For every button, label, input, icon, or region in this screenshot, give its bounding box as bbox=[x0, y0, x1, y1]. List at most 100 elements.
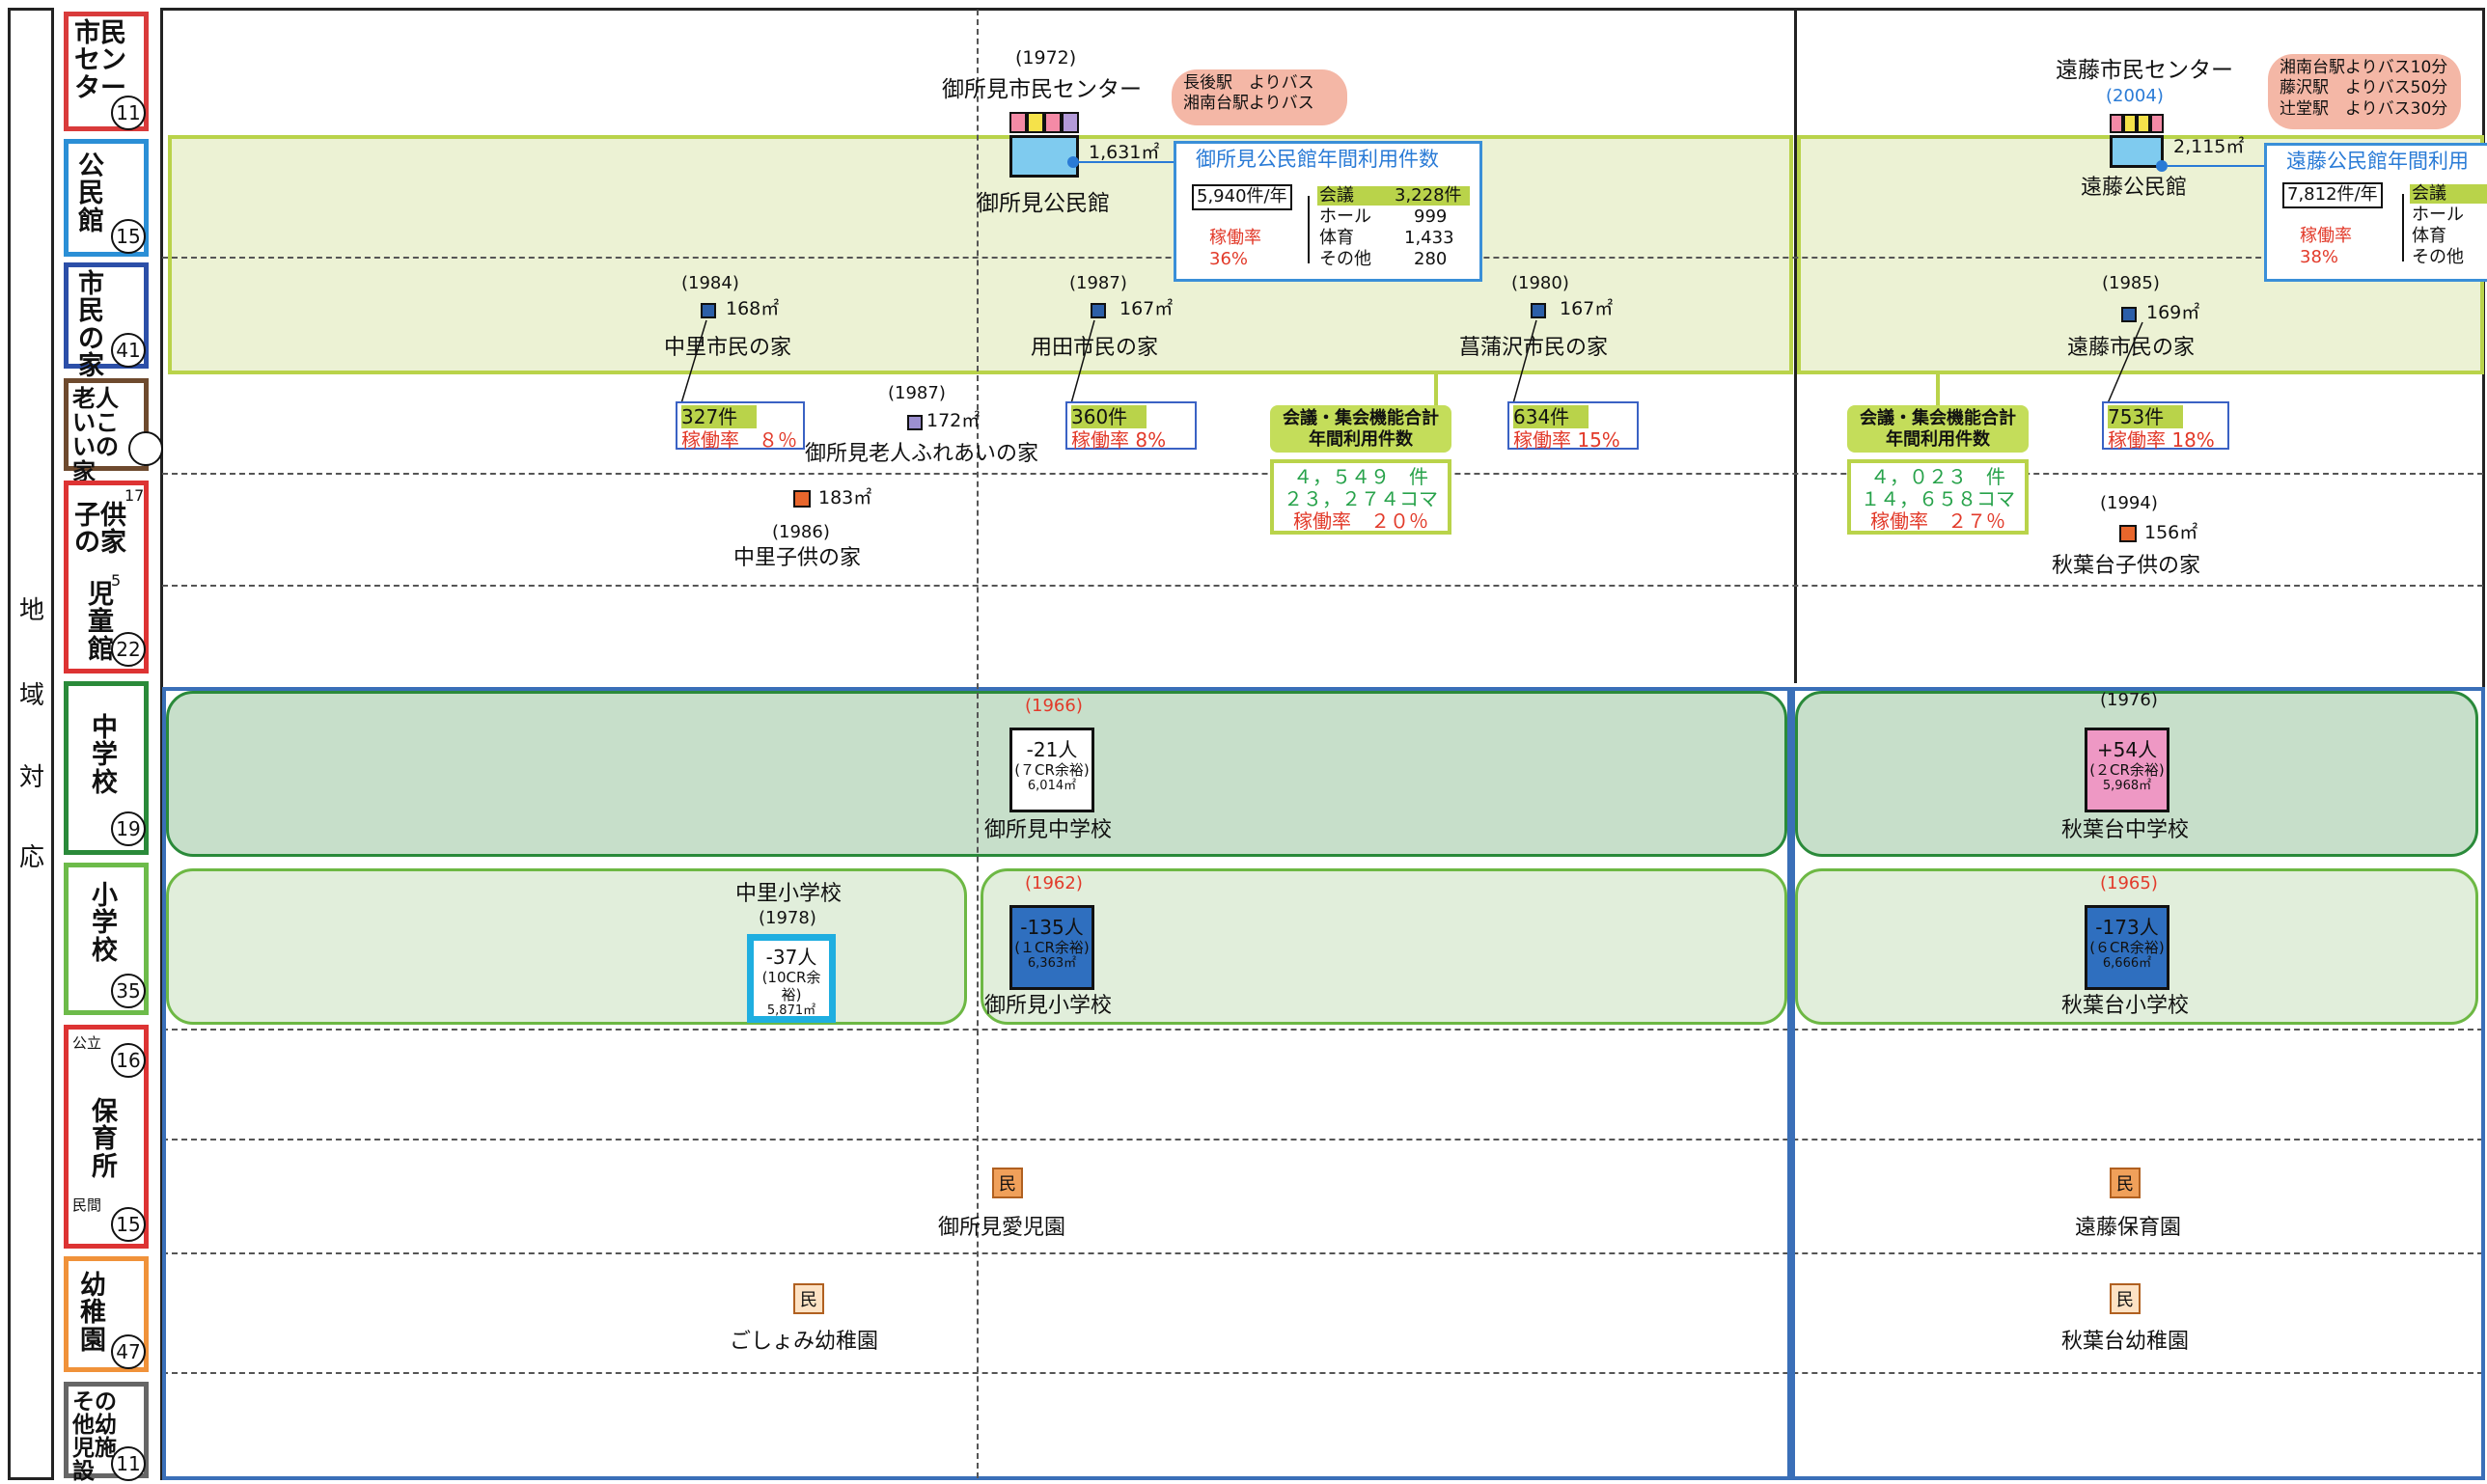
endo-bus-line-3: 辻堂駅 よりバス30分 bbox=[2280, 98, 2448, 119]
kodomo-area: 183㎡ bbox=[818, 487, 872, 508]
private-hoiku-icon: 民 bbox=[2110, 1168, 2141, 1198]
side-label-3: 対 bbox=[19, 763, 45, 792]
shimin-usage-box: 634件 稼働率 15% bbox=[1507, 401, 1639, 452]
yochien-name: ごしょみ幼稚園 bbox=[730, 1330, 879, 1354]
grid-line bbox=[162, 585, 2483, 587]
category-center: 市民センター 11 bbox=[64, 12, 149, 131]
category-yochien-label: 幼稚園 bbox=[80, 1271, 106, 1356]
es-students: -173人 bbox=[2095, 916, 2159, 939]
endo-callout: 遠藤公民館年間利用 7,812件/年 稼働率 38% 会議 ホール 体育 その他 bbox=[2264, 143, 2487, 282]
jh-area: 6,014㎡ bbox=[1027, 779, 1077, 793]
category-shogaku-label: 小学校 bbox=[92, 881, 118, 966]
roujin-area: 172㎡ bbox=[926, 410, 981, 431]
school-zone-endo bbox=[1791, 687, 2485, 1480]
category-hoiku-public-count: 16 bbox=[111, 1043, 146, 1078]
shimin-area: 168㎡ bbox=[726, 298, 780, 319]
goshomi-kominkan-dot bbox=[1067, 156, 1079, 168]
conf-title-line-2: 年間利用件数 bbox=[1309, 428, 1413, 450]
hoiku-name: 遠藤保育園 bbox=[2075, 1216, 2182, 1240]
es-name: 中里小学校 bbox=[735, 882, 843, 906]
jh-spare: (２CR余裕) bbox=[2089, 761, 2165, 779]
jh-students: +54人 bbox=[2096, 738, 2158, 761]
category-hoiku-label: 保育所 bbox=[92, 1097, 118, 1182]
category-hoiku-public-label: 公立 bbox=[72, 1034, 102, 1052]
category-chugaku-count: 19 bbox=[111, 811, 146, 846]
shimin-name: 菖蒲沢市民の家 bbox=[1459, 336, 1609, 360]
shimin-usage-box: 753件 稼働率 18% bbox=[2102, 401, 2229, 452]
category-center-count: 11 bbox=[111, 96, 146, 130]
category-roujin-count bbox=[128, 431, 163, 466]
kodomo-area: 156㎡ bbox=[2144, 522, 2198, 543]
goshomi-callout-title: 御所見公民館年間利用件数 bbox=[1196, 148, 1439, 171]
category-shogaku-count: 35 bbox=[111, 974, 146, 1008]
conf-count: ４，５４９ 件 bbox=[1293, 465, 1428, 488]
goshomi-callout-rate: 36% bbox=[1209, 249, 1249, 269]
category-sonota-count: 11 bbox=[111, 1446, 146, 1481]
connector-line bbox=[2168, 165, 2264, 167]
grid-line bbox=[162, 1139, 2483, 1140]
category-kominkan-count: 15 bbox=[111, 219, 146, 254]
jh-name: 御所見中学校 bbox=[984, 818, 1113, 842]
goshomi-callout-rate-label: 稼働率 bbox=[1209, 228, 1261, 248]
side-label-2: 域 bbox=[19, 681, 45, 710]
category-shogaku: 小学校 35 bbox=[64, 863, 149, 1015]
kodomo-building-icon bbox=[793, 490, 811, 508]
endo-conf-title: 会議・集会機能合計 年間利用件数 bbox=[1847, 405, 2029, 453]
endo-callout-row-label: その他 bbox=[2412, 247, 2464, 267]
conf-title-line-1: 会議・集会機能合計 bbox=[1283, 408, 1439, 428]
category-yochien: 幼稚園 47 bbox=[64, 1256, 149, 1372]
private-yochien-icon: 民 bbox=[2110, 1283, 2141, 1314]
es-students: -37人 bbox=[765, 946, 817, 969]
endo-bus-line-2: 藤沢駅 よりバス50分 bbox=[2280, 78, 2448, 98]
category-shimin-count: 41 bbox=[111, 333, 146, 368]
endo-conf-box: ４，０２３ 件 １４，６５８コマ 稼働率 ２７％ bbox=[1847, 459, 2029, 535]
goshomi-kominkan-area: 1,631㎡ bbox=[1089, 142, 1160, 163]
category-kodomo-label: 子供の家 bbox=[74, 501, 126, 559]
goshomi-callout-row-label: ホール bbox=[1319, 206, 1371, 227]
endo-kominkan-dot bbox=[2156, 160, 2168, 172]
es-area: 6,363㎡ bbox=[1027, 956, 1077, 971]
shimin-year: (1980) bbox=[1511, 273, 1569, 293]
jh-year: (1976) bbox=[2100, 690, 2158, 710]
es-year: (1978) bbox=[759, 908, 816, 928]
shimin-building-icon bbox=[1531, 303, 1546, 318]
category-hoiku: 公立 16 保育所 民間 15 bbox=[64, 1025, 149, 1249]
endo-center-building-icon bbox=[2110, 114, 2164, 170]
endo-bus-line-1: 湘南台駅よりバス10分 bbox=[2280, 58, 2448, 77]
endo-callout-rate: 38% bbox=[2300, 247, 2339, 267]
district-divider bbox=[1794, 8, 1797, 683]
endo-callout-rate-label: 稼働率 bbox=[2300, 226, 2352, 246]
category-chugaku-label: 中学校 bbox=[92, 713, 118, 798]
endo-bus-info: 湘南台駅よりバス10分 藤沢駅 よりバス50分 辻堂駅 よりバス30分 bbox=[2268, 54, 2461, 129]
shimin-name: 遠藤市民の家 bbox=[2067, 336, 2196, 360]
es-spare: (６CR余裕) bbox=[2089, 939, 2165, 956]
es-name: 御所見小学校 bbox=[984, 994, 1113, 1018]
goshomi-callout-row-value: 999 bbox=[1414, 206, 1448, 227]
shimin-usage-count: 753件 bbox=[2108, 405, 2183, 428]
jh-spare: (７CR余裕) bbox=[1014, 761, 1090, 779]
es-nakazato-box: -37人 (10CR余裕) 5,871㎡ bbox=[747, 934, 836, 1023]
es-area: 5,871㎡ bbox=[766, 1003, 816, 1018]
es-endo-box: -173人 (６CR余裕) 6,666㎡ bbox=[2085, 905, 2169, 990]
shimin-year: (1987) bbox=[1069, 273, 1127, 293]
conf-title-line-2: 年間利用件数 bbox=[1886, 428, 1990, 450]
private-hoiku-icon: 民 bbox=[992, 1168, 1023, 1198]
goshomi-callout-row-value: 1,433 bbox=[1404, 228, 1454, 248]
endo-kominkan-area: 2,115㎡ bbox=[2173, 136, 2245, 157]
jh-students: -21人 bbox=[1026, 738, 1078, 761]
goshomi-callout-row-value: 3,228件 bbox=[1395, 185, 1462, 206]
shimin-year: (1985) bbox=[2102, 273, 2160, 293]
category-shimin-label: 市民の家 bbox=[78, 269, 104, 382]
category-center-label: 市民センター bbox=[74, 18, 126, 103]
goshomi-callout-row-label: 体育 bbox=[1319, 228, 1354, 248]
community-band-goshomi bbox=[168, 135, 1793, 374]
shimin-area: 167㎡ bbox=[1560, 298, 1614, 319]
category-kodomo: 子供の家 17 児童館 5 22 bbox=[64, 481, 149, 673]
endo-center-year: (2004) bbox=[2106, 86, 2164, 106]
goshomi-callout-row-label: 会議 bbox=[1319, 185, 1354, 206]
jh-endo-box: +54人 (２CR余裕) 5,968㎡ bbox=[2085, 728, 2169, 812]
category-jidokan-label: 児童館 bbox=[88, 580, 114, 665]
side-label-1: 地 bbox=[19, 596, 45, 625]
bracket-line bbox=[1308, 196, 1310, 263]
